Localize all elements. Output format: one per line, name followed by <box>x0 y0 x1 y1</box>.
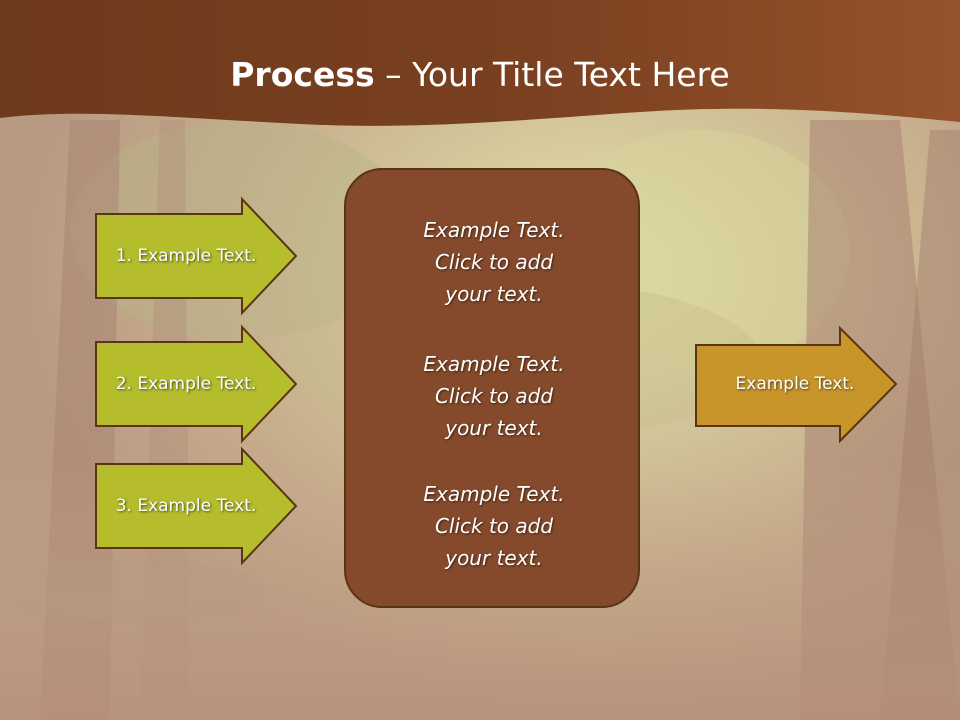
center-block-1-line-3: your text. <box>445 282 543 306</box>
center-block-1-line-1: Example Text. <box>423 218 565 242</box>
left-arrow-1-label: 1. Example Text. <box>115 246 257 266</box>
header-band <box>0 0 960 126</box>
left-arrow-2 <box>95 324 298 444</box>
center-block-2-line-2: Click to add <box>434 384 554 408</box>
center-block-1-line-2: Click to add <box>434 250 554 274</box>
center-block-3-line-1: Example Text. <box>423 482 565 506</box>
left-arrow-3-label: 3. Example Text. <box>115 496 257 516</box>
center-block-2-line-1: Example Text. <box>423 352 565 376</box>
stone-wall <box>0 560 270 620</box>
page-title: Process – Your Title Text Here <box>0 52 960 102</box>
left-arrow-2-label: 2. Example Text. <box>115 374 257 394</box>
center-block-3-line-3: your text. <box>445 546 543 570</box>
left-arrow-3 <box>95 446 298 566</box>
center-block-3-line-2: Click to add <box>434 514 554 538</box>
center-block-2-line-3: your text. <box>445 416 543 440</box>
right-arrow-label: Example Text. <box>735 374 855 394</box>
title-bold: Process <box>230 55 375 94</box>
center-text-box: Example Text. Click to add your text. Ex… <box>344 168 640 608</box>
title-dash: – <box>374 55 413 94</box>
right-arrow <box>695 325 898 444</box>
title-rest: Your Title Text Here <box>412 55 730 94</box>
left-arrow-1 <box>95 196 298 316</box>
